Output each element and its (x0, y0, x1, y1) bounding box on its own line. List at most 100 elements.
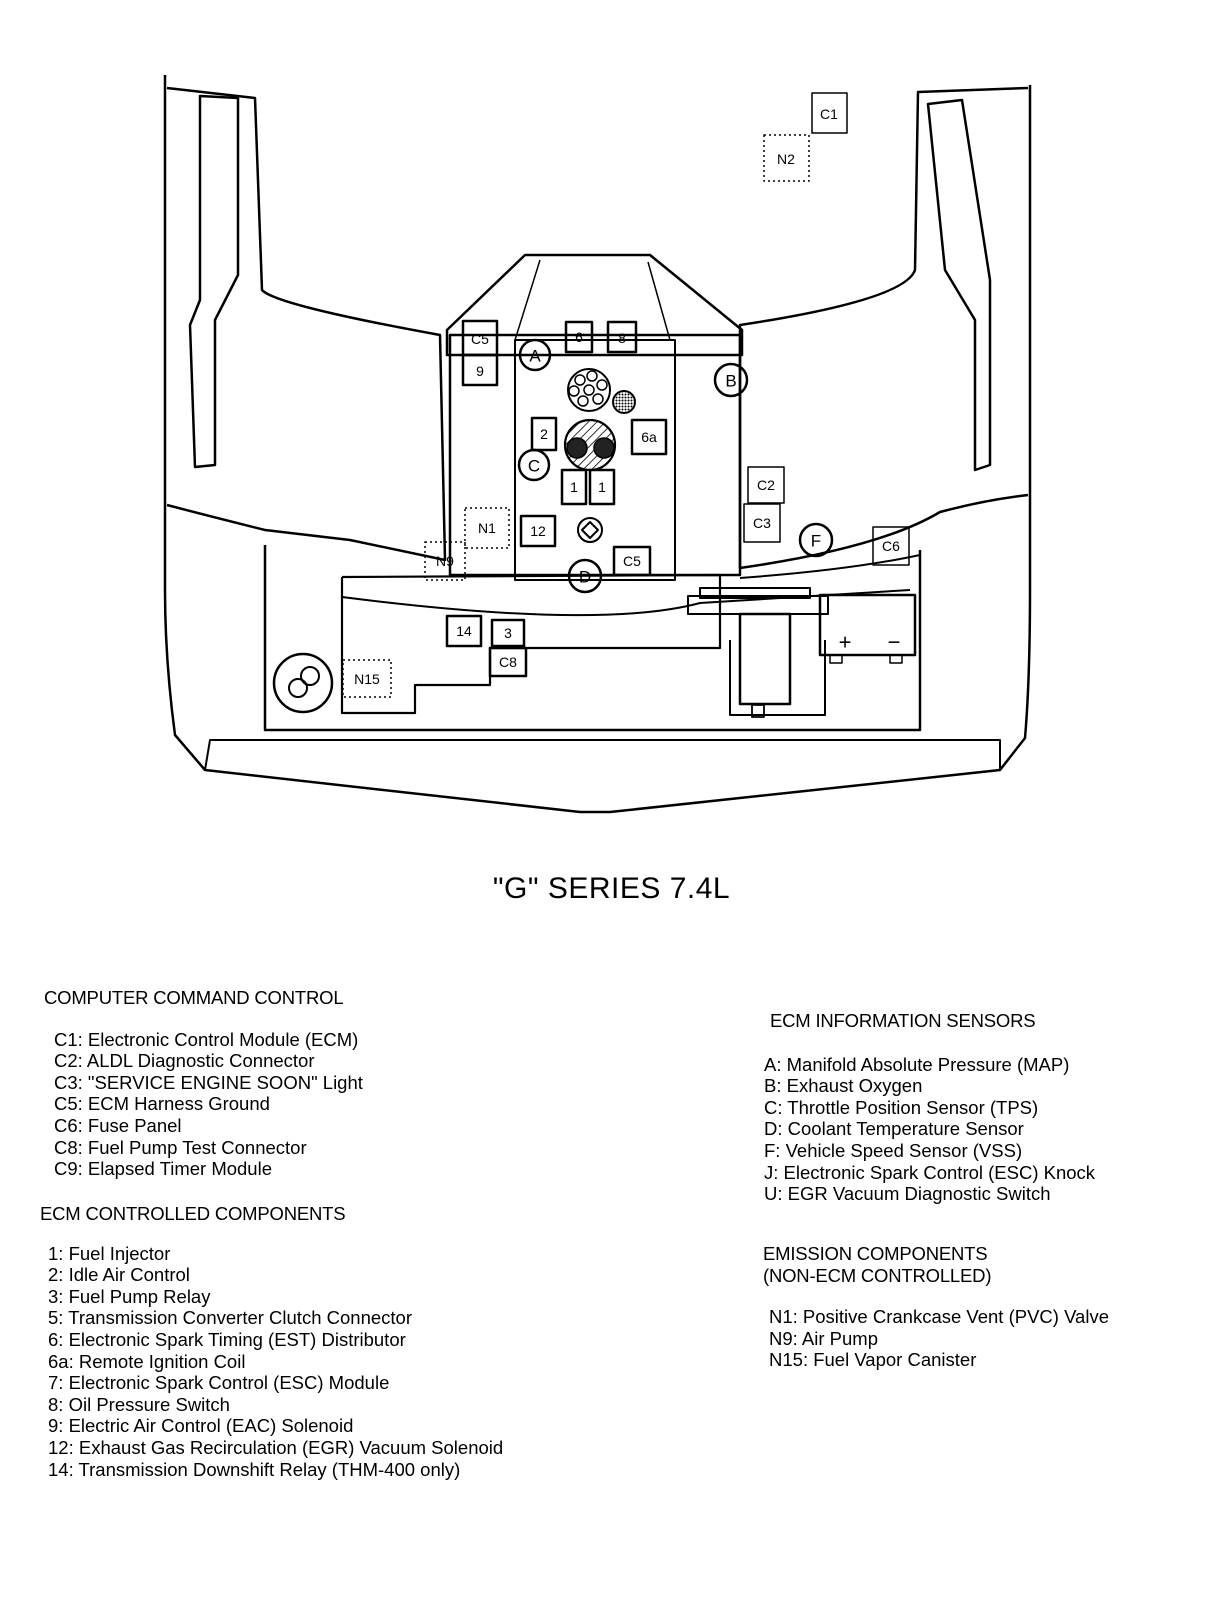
box-1a (560, 468, 588, 506)
legend-item: N9: Air Pump (769, 1327, 878, 1349)
oil-filler-cap (612, 390, 636, 414)
label-1a: 1 (570, 479, 578, 495)
label-n2: N2 (777, 151, 795, 167)
vehicle-body-outline (163, 75, 1032, 814)
legend-item: 8: Oil Pressure Switch (48, 1393, 230, 1415)
left-fender (166, 86, 447, 562)
legend-item: 1: Fuel Injector (48, 1242, 171, 1264)
sensor-d-circle (567, 558, 603, 594)
legend-item: 3: Fuel Pump Relay (48, 1285, 211, 1307)
legend-ecm-controlled-components: ECM CONTROLLED COMPONENTS 1: Fuel Inject… (40, 1203, 503, 1480)
battery-plus-label: + (839, 630, 852, 655)
label-n15: N15 (354, 671, 380, 687)
radiator-crossmember (340, 573, 722, 715)
label-n9: N9 (436, 553, 454, 569)
battery-minus-label: − (888, 630, 901, 655)
engine-cover-ridge-right (647, 261, 671, 341)
c6-box (872, 526, 910, 566)
legend-item: B: Exhaust Oxygen (764, 1075, 923, 1097)
label-3: 3 (504, 625, 512, 641)
label-c5-top: C5 (471, 331, 489, 347)
intake-manifold (514, 339, 676, 581)
label-1b: 1 (598, 479, 606, 495)
right-fender-window (926, 98, 992, 472)
legend-item: A: Manifold Absolute Pressure (MAP) (764, 1053, 1070, 1075)
box-8 (606, 320, 638, 354)
n1-box (464, 507, 510, 549)
legend-item: F: Vehicle Speed Sensor (VSS) (764, 1139, 1023, 1161)
dist-post-1 (574, 374, 586, 386)
legend-item: D: Coolant Temperature Sensor (764, 1118, 1024, 1140)
throttle-bore-left (566, 437, 588, 459)
legend-heading: EMISSION COMPONENTS (763, 1243, 988, 1264)
box-6a (630, 418, 668, 456)
label-12: 12 (530, 523, 546, 539)
engine-compartment-diagram: C1 N2 C5 9 6 8 2 6a 1 1 12 N1 N9 C5 C2 C… (163, 75, 1032, 814)
box-9 (461, 353, 499, 387)
left-fender-window (188, 94, 240, 469)
sensor-c-circle (517, 448, 551, 482)
legend-subheading: (NON-ECM CONTROLLED) (763, 1264, 992, 1286)
label-8: 8 (618, 330, 626, 346)
legend-item: C3: "SERVICE ENGINE SOON" Light (54, 1071, 363, 1093)
fan-shroud-curve (341, 589, 911, 617)
label-c2: C2 (757, 477, 775, 493)
legend-item: J: Electronic Spark Control (ESC) Knock (764, 1161, 1096, 1183)
legend-item: U: EGR Vacuum Diagnostic Switch (764, 1183, 1051, 1205)
legend-item: 5: Transmission Converter Clutch Connect… (48, 1307, 412, 1329)
legend-emission-components: EMISSION COMPONENTS (NON-ECM CONTROLLED)… (763, 1243, 1109, 1371)
box-14 (445, 614, 483, 648)
legend-item: N15: Fuel Vapor Canister (769, 1349, 977, 1371)
radiator-support (263, 545, 922, 732)
dist-post-7 (583, 384, 595, 396)
legend-item: C2: ALDL Diagnostic Connector (54, 1050, 315, 1072)
pcv-symbol-diamond (581, 521, 599, 539)
legend-heading: COMPUTER COMMAND CONTROL (44, 987, 344, 1008)
c3-box (743, 503, 781, 543)
n15-box (342, 659, 392, 698)
label-c6: C6 (882, 538, 900, 554)
legend-list: 1: Fuel Injector 2: Idle Air Control 3: … (48, 1243, 503, 1481)
legend-list: C1: Electronic Control Module (ECM) C2: … (54, 1029, 363, 1180)
box-6 (564, 320, 594, 354)
c8-box (488, 646, 528, 678)
legend-computer-command-control: COMPUTER COMMAND CONTROL C1: Electronic … (44, 987, 363, 1180)
canister-port-a (288, 678, 308, 698)
dist-post-4 (592, 393, 604, 405)
legend-item: C5: ECM Harness Ground (54, 1093, 270, 1115)
label-9: 9 (476, 363, 484, 379)
right-fender (738, 86, 1029, 570)
dist-post-6 (568, 385, 580, 397)
label-circle-f: F (811, 532, 821, 551)
air-pump-body (738, 612, 792, 706)
dist-post-2 (586, 370, 598, 382)
box-12 (519, 514, 557, 548)
sensor-f-circle (798, 522, 834, 558)
legend-list: A: Manifold Absolute Pressure (MAP) B: E… (764, 1054, 1095, 1205)
box-1b (588, 468, 616, 506)
front-bumper-line (204, 739, 1001, 771)
legend-item: C6: Fuse Panel (54, 1114, 182, 1136)
label-circle-c: C (528, 457, 540, 476)
legend-item: 14: Transmission Downshift Relay (THM-40… (48, 1458, 461, 1480)
wiring-curve (739, 554, 921, 579)
sensor-b-circle (713, 362, 749, 398)
dist-post-5 (577, 395, 589, 407)
engine-cover-ridge-left (514, 259, 541, 341)
diagram-caption: "G" SERIES 7.4L (492, 872, 731, 905)
throttle-bore-right (593, 437, 615, 459)
air-pump-pulley (751, 704, 765, 718)
label-c5-bottom: C5 (623, 553, 641, 569)
label-c8: C8 (499, 654, 517, 670)
sensor-a-circle (518, 338, 552, 372)
fuel-vapor-canister (272, 652, 334, 714)
label-6a: 6a (641, 429, 657, 445)
box-2 (530, 416, 558, 452)
canister-port-b (300, 666, 320, 686)
n9-box (424, 541, 466, 581)
battery-terminal-right (889, 654, 903, 664)
label-circle-d: D (579, 568, 591, 587)
legend-heading: ECM INFORMATION SENSORS (770, 1010, 1036, 1031)
legend-item: 2: Idle Air Control (48, 1264, 190, 1286)
label-c1: C1 (820, 106, 838, 122)
